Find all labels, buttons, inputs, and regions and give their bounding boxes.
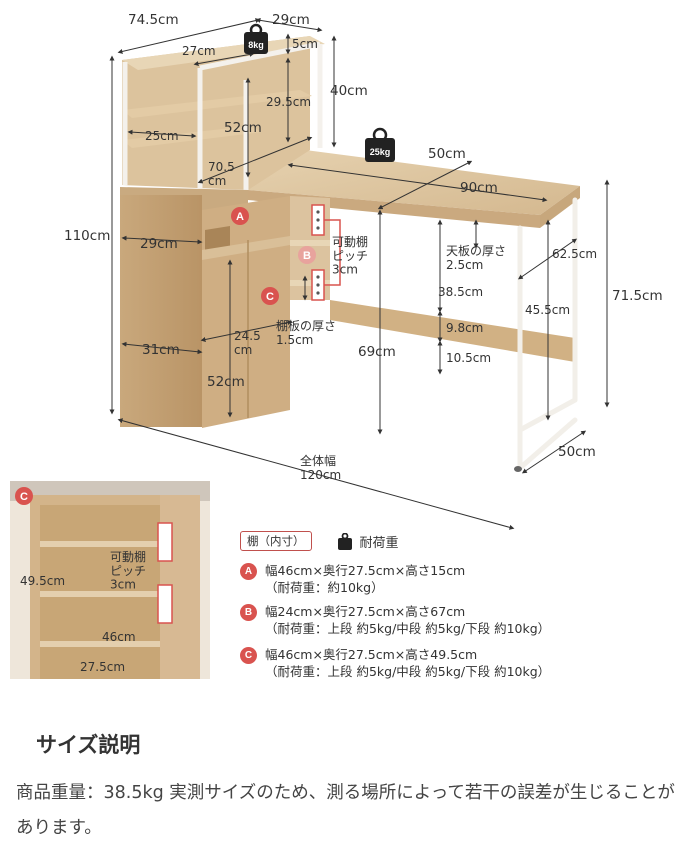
shelf-legend: 棚（内寸） 耐荷重 A 幅46cm×奥行27.5cm×高さ15cm （耐荷重：約… (240, 528, 680, 679)
dimension-lines (109, 17, 610, 530)
photo-badge: C (20, 491, 28, 503)
label-top-height: 40cm (330, 83, 368, 99)
svg-text:B: B (303, 250, 311, 262)
legend-badge-c: C (240, 647, 257, 664)
weight-desk-label: 25kg (370, 147, 391, 157)
weight-key: 耐荷重 (336, 532, 399, 551)
legend-a-weight: （耐荷重：約10kg） (265, 579, 384, 595)
label-total-h: 110cm (64, 228, 110, 244)
legend-b-weight: （耐荷重：上段 約5kg/中段 約5kg/下段 約10kg） (265, 620, 551, 636)
photo-w: 46cm (102, 630, 136, 644)
photo-h: 49.5cm (20, 574, 65, 588)
badge-b: B (298, 246, 316, 264)
label-h-71: 71.5cm (612, 288, 663, 304)
badge-a: A (231, 207, 249, 225)
desk-dimension-diagram: 8kg 25kg A B C 74.5cm 29cm 27cm 5cm 40cm… (64, 12, 663, 530)
label-shelf-depth: 29cm (272, 12, 310, 28)
legend-row-a: A 幅46cm×奥行27.5cm×高さ15cm （耐荷重：約10kg） (240, 563, 465, 596)
label-desk-depth: 50cm (428, 146, 466, 162)
legend-row-b: B 幅24cm×奥行27.5cm×高さ67cm （耐荷重：上段 約5kg/中段 … (240, 604, 550, 637)
legend-header: 棚（内寸） 耐荷重 (240, 528, 680, 554)
weight-icon-desk: 25kg (365, 127, 395, 162)
weight-icon (337, 532, 352, 550)
legend-badge-a: A (240, 563, 257, 580)
label-h-38: 38.5cm (438, 285, 483, 299)
section-title: サイズ説明 (36, 733, 141, 757)
label-cab-w: 31cm (142, 342, 180, 358)
label-base-depth: 50cm (558, 444, 596, 460)
label-top-gap: 5cm (292, 37, 318, 51)
dimension-labels: 74.5cm 29cm 27cm 5cm 40cm 29.5cm 25cm 52… (64, 12, 663, 482)
svg-text:C: C (266, 291, 274, 303)
legend-row-c: C 幅46cm×奥行27.5cm×高さ49.5cm （耐荷重：上段 約5kg/中… (240, 647, 550, 680)
badge-c: C (261, 287, 279, 305)
svg-text:A: A (236, 211, 244, 223)
weight-top-label: 8kg (248, 40, 264, 50)
label-upper-h: 52cm (224, 120, 262, 136)
label-h-10: 10.5cm (446, 351, 491, 365)
weight-key-label: 耐荷重 (359, 535, 399, 551)
label-upper-inner: 25cm (145, 129, 179, 143)
label-cab-h: 52cm (207, 374, 245, 390)
section-body: 商品重量：38.5kg 実測サイズのため、測る場所によって若干の誤差が生じること… (16, 783, 675, 838)
movable-shelf-brackets (311, 204, 341, 301)
legend-badge-b: B (240, 604, 257, 621)
label-side-62: 62.5cm (552, 247, 597, 261)
label-top-width: 74.5cm (128, 12, 179, 28)
weight-icon-top: 8kg (244, 23, 268, 54)
label-h-45: 45.5cm (525, 303, 570, 317)
label-desk-h: 69cm (358, 344, 396, 360)
legend-a-dims: 幅46cm×奥行27.5cm×高さ15cm (265, 563, 466, 578)
label-a-width: 29cm (140, 236, 178, 252)
legend-b-dims: 幅24cm×奥行27.5cm×高さ67cm (265, 604, 466, 619)
legend-c-weight: （耐荷重：上段 約5kg/中段 約5kg/下段 約10kg） (265, 663, 551, 679)
label-desk-width: 90cm (460, 180, 498, 196)
label-top-inner: 27cm (182, 44, 216, 58)
shelf-inner-tag: 棚（内寸） (240, 531, 312, 551)
label-h-9: 9.8cm (446, 321, 483, 335)
label-top-inner-h: 29.5cm (266, 95, 311, 109)
legend-c-dims: 幅46cm×奥行27.5cm×高さ49.5cm (265, 647, 478, 662)
photo-d: 27.5cm (80, 660, 125, 674)
